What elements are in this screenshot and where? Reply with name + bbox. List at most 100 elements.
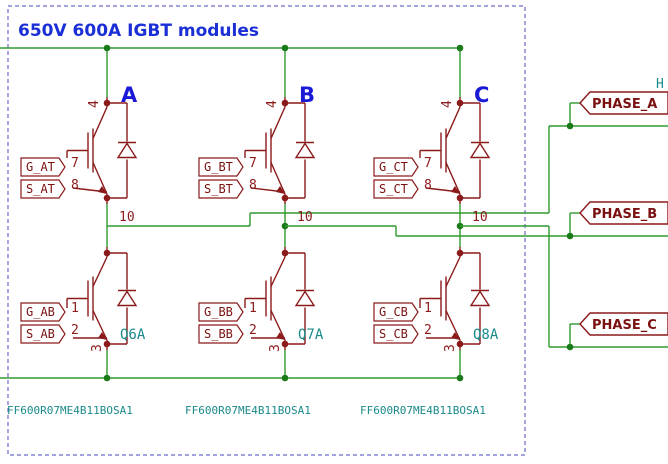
- pin-number: 4: [440, 100, 455, 108]
- gate-label-bottom-flag: [198, 302, 244, 322]
- pin-number: 2: [71, 323, 79, 338]
- pin-number: 8: [424, 178, 432, 193]
- pin-number: 3: [443, 344, 458, 352]
- pin-number: 2: [424, 323, 432, 338]
- gate-label-top: G_AT: [26, 160, 55, 174]
- junction-dot: [566, 122, 574, 130]
- source-label-top: S_CT: [379, 182, 408, 196]
- collector-arm: [270, 106, 286, 139]
- phase-label: PHASE_B: [592, 207, 657, 222]
- emitter-arm: [270, 310, 286, 341]
- junction-dot: [103, 99, 111, 107]
- junction-dot: [281, 44, 289, 52]
- diode-triangle: [294, 142, 316, 159]
- module-frame: [7, 5, 526, 456]
- pin-number: 7: [249, 156, 257, 171]
- emitter-sense-lead: [425, 187, 461, 193]
- emitter-arm: [445, 310, 461, 341]
- junction-dot: [456, 374, 464, 382]
- collector-arm: [92, 106, 108, 139]
- output-phase-a: PHASE_A: [579, 91, 668, 115]
- source-label-top-flag: [373, 179, 419, 199]
- pin-number: 2: [249, 323, 257, 338]
- junction-dot: [103, 249, 111, 257]
- junction-dot: [103, 340, 111, 348]
- output-phase-c: PHASE_C: [579, 312, 668, 336]
- pin-number: 10: [297, 210, 313, 225]
- gate-label-bottom-flag: [373, 302, 419, 322]
- reference-designator: Q8A: [473, 327, 499, 343]
- collector-arm: [445, 256, 461, 287]
- phase-letter-b: B: [299, 83, 315, 107]
- phase-label: PHASE_C: [592, 318, 657, 333]
- junction-dot: [456, 249, 464, 257]
- gate-label-top-flag: [373, 157, 419, 177]
- junction-dot: [281, 249, 289, 257]
- phase-label: PHASE_A: [592, 97, 657, 112]
- junction-dot: [281, 374, 289, 382]
- pin-number: 4: [265, 100, 280, 108]
- pin-number: 3: [90, 344, 105, 352]
- pin-number: 1: [249, 301, 257, 316]
- output-labels: PHASE_A PHASE_B PHASE_C: [579, 91, 668, 336]
- junction-dot: [456, 194, 464, 202]
- pin-number: 7: [71, 156, 79, 171]
- pin-number: 1: [71, 301, 79, 316]
- pin-number: 7: [424, 156, 432, 171]
- junction-dot: [281, 194, 289, 202]
- diode-triangle: [116, 290, 138, 307]
- gate-label-bottom: G_AB: [26, 305, 55, 319]
- emitter-arm: [445, 162, 461, 195]
- junction-dot: [103, 44, 111, 52]
- junction-dot: [456, 44, 464, 52]
- reference-designator: Q7A: [298, 327, 324, 343]
- phase-flag: [579, 312, 668, 336]
- junction-dot: [456, 340, 464, 348]
- edge-label: H: [656, 77, 664, 92]
- phase-letter-a: A: [121, 83, 138, 107]
- pin-number: 10: [119, 210, 135, 225]
- phase-flag: [579, 201, 668, 225]
- pin-number: 8: [249, 178, 257, 193]
- diode-triangle: [469, 142, 491, 159]
- junction-dot: [566, 232, 574, 240]
- collector-arm: [270, 256, 286, 287]
- pin-number: 8: [71, 178, 79, 193]
- gate-label-top-flag: [20, 157, 66, 177]
- gate-label-bottom-flag: [20, 302, 66, 322]
- part-number: FF600R07ME4B11BOSA1: [7, 404, 133, 417]
- source-label-bottom: S_AB: [26, 327, 55, 341]
- source-label-bottom: S_CB: [379, 327, 408, 341]
- pin-number: 1: [424, 301, 432, 316]
- source-label-top: S_AT: [26, 182, 55, 196]
- part-number: FF600R07ME4B11BOSA1: [360, 404, 486, 417]
- gate-label-top: G_BT: [204, 160, 233, 174]
- pin-number: 3: [268, 344, 283, 352]
- emitter-sense-lead: [250, 187, 286, 193]
- emitter-arm: [92, 310, 108, 341]
- emitter-arm: [92, 162, 108, 195]
- source-label-bottom-flag: [373, 324, 419, 344]
- phase-letter-c: C: [474, 83, 489, 107]
- source-label-bottom-flag: [20, 324, 66, 344]
- phase-flag: [579, 91, 668, 115]
- gate-label-bottom: G_CB: [379, 305, 408, 319]
- wires: [0, 44, 668, 382]
- pin-number: 4: [87, 100, 102, 108]
- junction-dot: [281, 99, 289, 107]
- junction-dot: [103, 194, 111, 202]
- junction-dot: [103, 374, 111, 382]
- gate-label-top-flag: [198, 157, 244, 177]
- source-label-top-flag: [198, 179, 244, 199]
- junction-dot: [281, 340, 289, 348]
- pin-number: 10: [472, 210, 488, 225]
- gate-label-top: G_CT: [379, 160, 408, 174]
- collector-arm: [92, 256, 108, 287]
- gate-label-bottom: G_BB: [204, 305, 233, 319]
- source-label-top: S_BT: [204, 182, 233, 196]
